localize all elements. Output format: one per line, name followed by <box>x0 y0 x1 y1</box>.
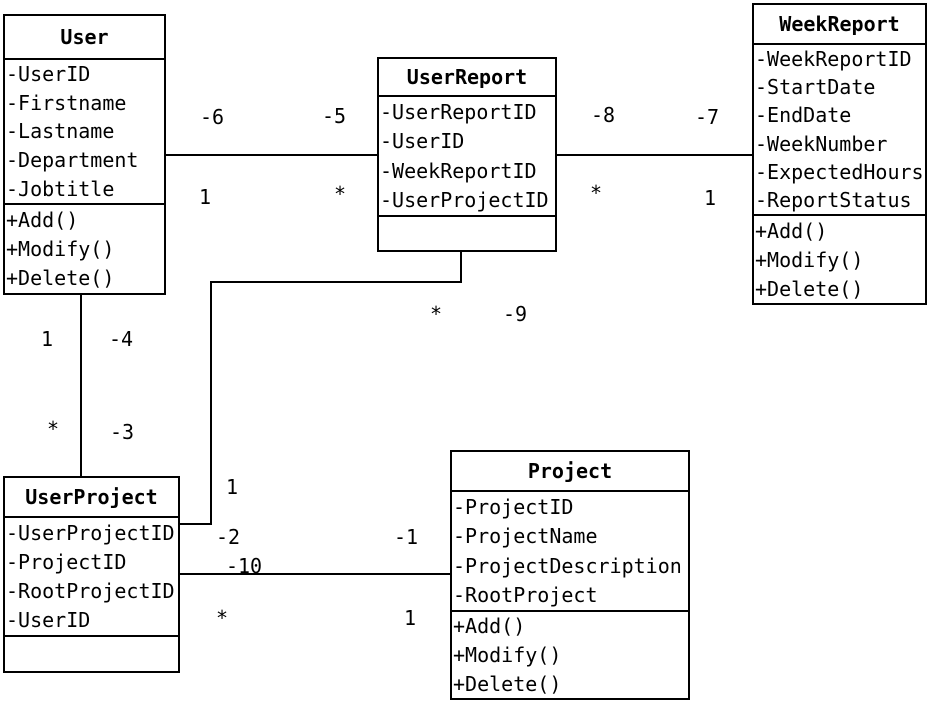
user-attributes-compartment: -UserID -Firstname -Lastname -Department -Jo… <box>5 58 164 203</box>
association-userproject-project-label--10: -10 <box>225 554 263 578</box>
association-user-userreport-label--6: -6 <box>199 105 225 129</box>
association-userproject-project-label-many: * <box>215 606 229 630</box>
association-userreport-userproject-label-many: * <box>429 302 443 326</box>
weekreport-method-delete: +Delete() <box>755 276 864 301</box>
association-userreport-userproject-segment <box>460 251 462 283</box>
association-user-userproject-label-1: 1 <box>40 327 54 351</box>
user-attribute-firstname: -Firstname <box>6 90 127 115</box>
userreport-attribute-weekreportid: -WeekReportID <box>380 158 537 183</box>
user-attribute-userid: -UserID <box>6 62 91 87</box>
class-box-weekreport: WeekReport -WeekReportID -StartDate -EndDat… <box>752 3 927 305</box>
project-attribute-projectname: -ProjectName <box>453 524 598 549</box>
weekreport-method-add: +Add() <box>755 218 828 243</box>
project-attributes-compartment: -ProjectID -ProjectName -ProjectDescriptio… <box>452 490 688 610</box>
association-userreport-weekreport-label--8: -8 <box>590 103 616 127</box>
association-user-userreport-label-1: 1 <box>198 185 212 209</box>
userreport-attribute-userprojectid: -UserProjectID <box>380 188 549 213</box>
userreport-attribute-userid: -UserID <box>380 129 465 154</box>
association-user-userproject-label--4: -4 <box>108 327 134 351</box>
class-name-userreport: UserReport <box>406 65 528 89</box>
project-attribute-rootproject: -RootProject <box>453 583 598 608</box>
project-methods-compartment: +Add() +Modify() +Delete() <box>452 610 688 698</box>
project-method-modify: +Modify() <box>453 642 562 667</box>
association-userreport-userproject-label--9: -9 <box>502 302 528 326</box>
project-method-delete: +Delete() <box>453 671 562 696</box>
association-userreport-userproject-segment <box>210 281 462 283</box>
user-attribute-department: -Department <box>6 148 139 173</box>
association-userreport-userproject-label--2: -2 <box>215 525 241 549</box>
class-box-userproject: UserProject -UserProjectID -ProjectID -Root… <box>3 476 180 673</box>
project-attribute-projectdescription: -ProjectDescription <box>453 553 682 578</box>
weekreport-attributes-compartment: -WeekReportID -StartDate -EndDate -WeekNumb… <box>754 43 925 214</box>
weekreport-attribute-expectedhours: -ExpectedHours <box>755 159 924 184</box>
weekreport-attribute-weekreportid: -WeekReportID <box>755 47 912 72</box>
class-box-user: User -UserID -Firstname -Lastname -Departmen… <box>3 14 166 295</box>
user-method-add: +Add() <box>6 207 79 232</box>
class-name-userproject: UserProject <box>25 485 158 509</box>
weekreport-attribute-reportstatus: -ReportStatus <box>755 187 912 212</box>
association-userproject-project-label--1: -1 <box>393 525 419 549</box>
userproject-attribute-userprojectid: -UserProjectID <box>6 520 175 545</box>
userproject-methods-compartment <box>5 635 178 671</box>
project-attribute-projectid: -ProjectID <box>453 494 574 519</box>
weekreport-attribute-weeknumber: -WeekNumber <box>755 131 888 156</box>
user-method-modify: +Modify() <box>6 236 115 261</box>
class-name-weekreport: WeekReport <box>779 12 900 36</box>
class-box-project: Project -ProjectID -ProjectName -ProjectDes… <box>450 450 690 700</box>
user-method-delete: +Delete() <box>6 266 115 291</box>
association-user-userproject-label--3: -3 <box>109 420 135 444</box>
weekreport-methods-compartment: +Add() +Modify() +Delete() <box>754 214 925 303</box>
user-attribute-jobtitle: -Jobtitle <box>6 176 115 201</box>
class-name-user: User <box>60 25 109 49</box>
userproject-attributes-compartment: -UserProjectID -ProjectID -RootProjectID -U… <box>5 516 178 635</box>
project-method-add: +Add() <box>453 614 526 639</box>
userreport-attributes-compartment: -UserReportID -UserID -WeekReportID -UserPr… <box>379 95 555 215</box>
user-attribute-lastname: -Lastname <box>6 119 115 144</box>
association-userreport-weekreport-label-1: 1 <box>703 186 717 210</box>
association-userproject-project-segment <box>179 573 451 575</box>
association-user-userproject-label-many: * <box>46 417 60 441</box>
class-name-project: Project <box>527 459 613 483</box>
association-user-userreport-label--5: -5 <box>321 104 347 128</box>
userproject-attribute-userid: -UserID <box>6 608 91 633</box>
userproject-attribute-projectid: -ProjectID <box>6 549 127 574</box>
association-userproject-project-label-1: 1 <box>403 606 417 630</box>
userproject-attribute-rootprojectid: -RootProjectID <box>6 579 175 604</box>
class-box-userreport: UserReport -UserReportID -UserID -WeekRepor… <box>377 57 557 252</box>
association-userreport-weekreport-label-many: * <box>589 181 603 205</box>
association-user-userreport-label-many: * <box>333 182 347 206</box>
association-user-userreport-segment <box>165 154 378 156</box>
association-user-userproject-segment <box>80 294 82 477</box>
association-userreport-weekreport-label--7: -7 <box>694 105 720 129</box>
userreport-attribute-userreportid: -UserReportID <box>380 99 537 124</box>
user-methods-compartment: +Add() +Modify() +Delete() <box>5 203 164 293</box>
weekreport-method-modify: +Modify() <box>755 247 864 272</box>
weekreport-attribute-startdate: -StartDate <box>755 75 876 100</box>
association-userreport-userproject-segment <box>179 523 212 525</box>
weekreport-attribute-enddate: -EndDate <box>755 103 852 128</box>
association-userreport-userproject-segment <box>210 281 212 525</box>
association-userreport-userproject-label-1: 1 <box>225 475 239 499</box>
userreport-methods-compartment <box>379 215 555 250</box>
association-userreport-weekreport-segment <box>556 154 753 156</box>
